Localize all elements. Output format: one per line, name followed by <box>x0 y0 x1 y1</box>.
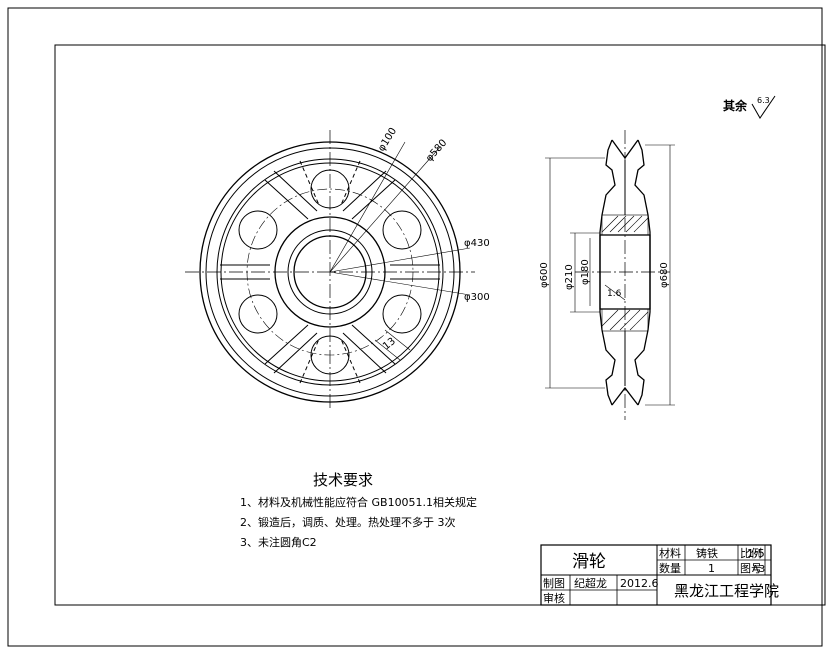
rim-circle-2 <box>205 147 455 397</box>
dim-d580: φ580 <box>424 138 449 164</box>
web-hole <box>382 210 422 250</box>
web-hole <box>310 335 350 375</box>
dim-d600: φ600 <box>539 262 550 288</box>
rim-circle-3 <box>216 158 444 386</box>
front-view: φ100 φ580 φ430 φ300 13 <box>185 126 490 410</box>
rim-circle-4 <box>220 162 440 382</box>
hole-pitch-circle <box>246 188 414 356</box>
dim-ra16: 1.6 <box>607 289 622 299</box>
rim-outer-circle <box>199 141 461 403</box>
front-dimension-leaders <box>329 141 471 361</box>
surface-finish-note: 其余 6.3 <box>723 95 776 119</box>
scale-label: 比例 <box>740 546 762 560</box>
drawing-date: 2012.6 <box>620 577 659 590</box>
tech-line-2: 2、锻造后，调质、处理。热处理不多于 3次 <box>240 515 456 529</box>
outer-border <box>7 7 823 647</box>
hub-bore-circle <box>293 235 367 309</box>
surface-finish-value: 6.3 <box>757 96 770 105</box>
drawing-no-value: A3 <box>752 564 765 575</box>
ribs <box>220 160 440 384</box>
qty-label: 数量 <box>659 562 681 575</box>
side-view: φ600 φ210 φ180 φ680 1.6 <box>539 130 675 420</box>
drawn-name: 纪超龙 <box>574 576 607 590</box>
inner-frame <box>54 44 826 606</box>
dim-d680: φ680 <box>659 262 670 288</box>
tech-line-1: 1、材料及机械性能应符合 GB10051.1相关规定 <box>240 495 477 509</box>
material-label: 材料 <box>659 546 681 560</box>
surface-finish-text: 其余 <box>723 98 748 113</box>
checked-label: 审核 <box>543 591 565 605</box>
tech-title: 技术要求 <box>313 471 373 489</box>
hub-circle-2 <box>287 229 373 315</box>
web-hole <box>238 210 278 250</box>
drawn-label: 制图 <box>543 577 565 590</box>
web-hole <box>238 294 278 334</box>
part-name: 滑轮 <box>572 552 606 572</box>
technical-requirements: 技术要求 1、材料及机械性能应符合 GB10051.1相关规定 2、锻造后，调质… <box>240 471 477 549</box>
tech-line-3: 3、未注圆角C2 <box>240 535 317 549</box>
material-value: 铸铁 <box>696 546 718 560</box>
dim-d180: φ180 <box>580 259 591 285</box>
hub-outer-circle <box>274 216 386 328</box>
qty-value: 1 <box>708 562 715 575</box>
title-block: 滑轮 材料 铸铁 比例 1:5 数量 1 图号 A3 制图 纪超龙 2012.6… <box>540 544 779 606</box>
school-name: 黑龙江工程学院 <box>674 582 779 600</box>
dim-d300: φ300 <box>464 292 490 303</box>
dim-d430: φ430 <box>464 238 490 249</box>
roughness-symbol-icon <box>751 95 776 119</box>
web-hole <box>310 169 350 209</box>
scale-value: 1:5 <box>747 547 765 560</box>
drawing-no-label: 图号 <box>740 562 762 575</box>
dim-d100: φ100 <box>376 126 399 154</box>
dim-d210: φ210 <box>564 264 575 290</box>
side-dimension-lines <box>545 144 675 406</box>
web-hole <box>382 294 422 334</box>
